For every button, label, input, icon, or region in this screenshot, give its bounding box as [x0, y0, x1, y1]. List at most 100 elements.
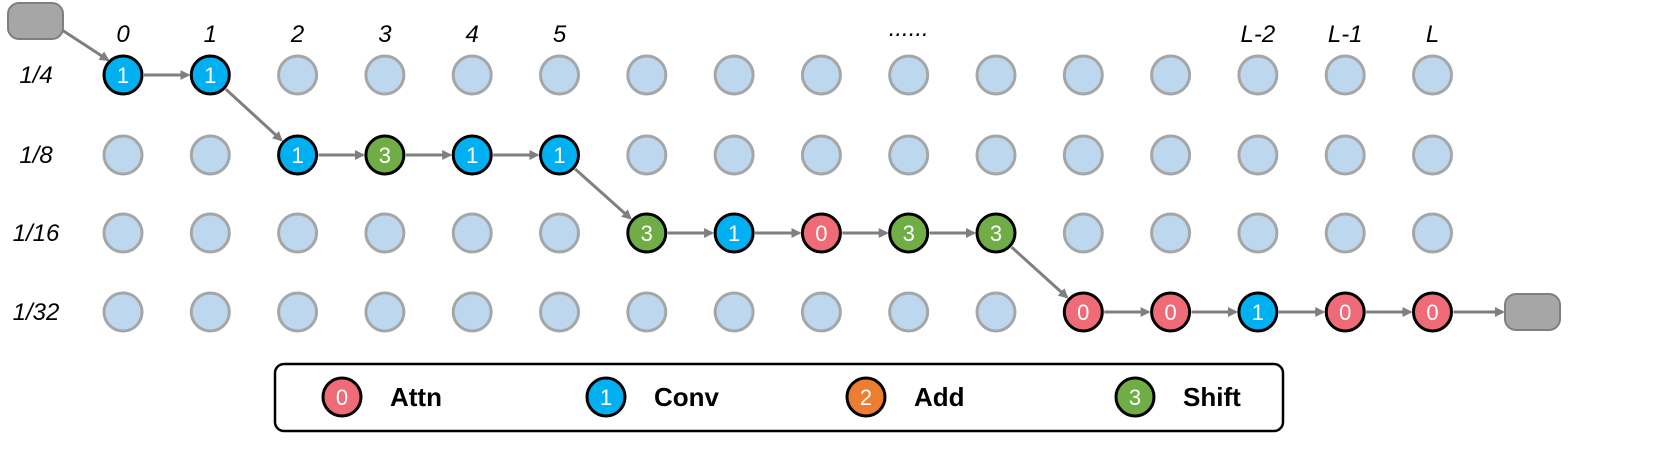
node-circle — [975, 212, 1017, 254]
node-op-label: 1 — [291, 143, 303, 168]
output-terminal — [1504, 293, 1561, 331]
column-label: 1 — [204, 21, 217, 48]
node-attn: 0 — [800, 212, 842, 254]
node-circle — [1062, 291, 1104, 333]
node-inactive — [800, 134, 842, 176]
node-circle — [189, 54, 231, 96]
node-op-label: 0 — [1164, 300, 1176, 325]
column-ellipsis: ...... — [889, 15, 929, 42]
node-circle — [1324, 291, 1366, 333]
node-inactive — [277, 291, 319, 333]
node-attn: 0 — [1062, 291, 1104, 333]
node-inactive — [1412, 54, 1453, 96]
path-arrow — [1010, 245, 1069, 299]
node-conv: 1 — [102, 54, 144, 96]
node-inactive — [1237, 212, 1279, 254]
node-inactive — [1062, 212, 1104, 254]
node-inactive — [1062, 54, 1104, 96]
row-label: 1/4 — [19, 62, 52, 89]
legend-swatch — [845, 376, 887, 418]
node-inactive — [102, 212, 144, 254]
node-inactive — [102, 134, 144, 176]
node-op-label: 3 — [903, 221, 915, 246]
node-inactive — [539, 54, 580, 96]
legend-op-name: Add — [914, 382, 965, 412]
node-inactive — [1412, 134, 1453, 176]
node-inactive — [626, 134, 668, 176]
node-conv: 1 — [277, 134, 319, 176]
input-arrow — [61, 28, 110, 62]
node-inactive — [800, 54, 842, 96]
node-inactive — [539, 212, 580, 254]
node-attn: 0 — [1412, 291, 1453, 333]
node-conv: 1 — [189, 54, 231, 96]
node-inactive — [451, 212, 493, 254]
node-shift: 3 — [975, 212, 1017, 254]
row-label: 1/16 — [13, 220, 60, 247]
node-inactive — [189, 212, 231, 254]
node-inactive — [189, 291, 231, 333]
column-label: L-1 — [1328, 21, 1363, 48]
node-inactive — [1062, 134, 1104, 176]
legend-op-name: Shift — [1183, 382, 1241, 412]
node-circle — [1237, 291, 1279, 333]
node-circle — [800, 212, 842, 254]
legend-op-label: 1 — [600, 385, 612, 410]
legend-op-name: Attn — [390, 382, 442, 412]
row-labels: 1/41/81/161/32 — [13, 62, 60, 326]
node-inactive — [713, 134, 755, 176]
node-inactive — [364, 291, 406, 333]
node-shift: 3 — [364, 134, 406, 176]
column-label: L-2 — [1241, 21, 1276, 48]
column-label: 2 — [290, 21, 304, 48]
legend-swatch — [321, 376, 363, 418]
node-attn: 0 — [1150, 291, 1192, 333]
node-circle — [102, 54, 144, 96]
node-inactive — [626, 291, 668, 333]
node-shift: 3 — [888, 212, 930, 254]
node-inactive — [1324, 54, 1366, 96]
node-conv: 1 — [451, 134, 493, 176]
node-circle — [277, 134, 319, 176]
input-terminal — [7, 2, 64, 40]
node-inactive — [277, 212, 319, 254]
node-inactive — [1150, 54, 1192, 96]
node-inactive — [800, 291, 842, 333]
column-label: 4 — [466, 21, 479, 48]
node-shift: 3 — [626, 212, 668, 254]
node-inactive — [277, 54, 319, 96]
node-inactive — [189, 134, 231, 176]
legend-box — [273, 362, 1285, 433]
node-conv: 1 — [1237, 291, 1279, 333]
node-inactive — [1237, 134, 1279, 176]
node-circle — [451, 134, 493, 176]
node-op-label: 3 — [990, 221, 1002, 246]
path-arrow — [574, 167, 632, 220]
node-op-label: 0 — [1426, 300, 1438, 325]
node-inactive — [451, 54, 493, 96]
legend-swatch — [1114, 376, 1156, 418]
node-inactive — [451, 291, 493, 333]
legend-op-label: 3 — [1129, 385, 1141, 410]
node-op-label: 1 — [466, 143, 478, 168]
legend-item-shift: 3 Shift — [1114, 376, 1241, 418]
node-circle — [626, 212, 668, 254]
node-circle — [713, 212, 755, 254]
node-op-label: 1 — [204, 63, 216, 88]
node-inactive — [1237, 54, 1279, 96]
node-inactive — [1324, 212, 1366, 254]
terminals — [7, 2, 1561, 331]
row-label: 1/8 — [19, 142, 53, 169]
node-circle — [1150, 291, 1192, 333]
node-inactive — [1324, 134, 1366, 176]
node-circle — [539, 134, 580, 176]
node-inactive — [364, 212, 406, 254]
node-circle — [1412, 291, 1453, 333]
node-inactive — [1150, 212, 1192, 254]
column-label: 5 — [553, 21, 567, 48]
